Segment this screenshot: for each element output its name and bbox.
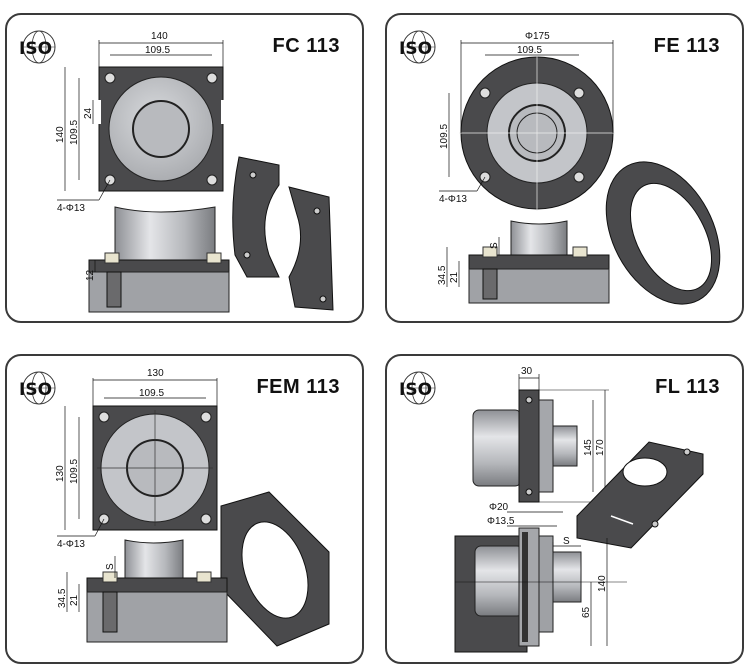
panel-title: FL 113 [655, 376, 720, 398]
panel-title: FEM 113 [256, 376, 340, 398]
dim-d13: Φ13.5 [487, 516, 515, 527]
dim-s: S [105, 563, 116, 570]
iso-logo-text: ISO [399, 39, 432, 59]
dim-thickness: 12 [85, 269, 96, 281]
iso-logo-text: ISO [19, 380, 52, 400]
fl-housing-top [472, 409, 522, 487]
dim-bolt-spacing: 109.5 [517, 45, 542, 56]
dim-height-total: 34.5 [57, 588, 68, 608]
fc-side-housing [114, 206, 216, 264]
dim-outer-height: 140 [55, 126, 66, 143]
fc-split-half-left [232, 156, 280, 278]
iso-logo: ISO [399, 30, 436, 64]
fem-side-housing [124, 539, 184, 579]
dim-bolt-spacing: 109.5 [145, 45, 170, 56]
dim-diameter: Φ175 [525, 31, 550, 42]
panel-fe-113: ISO Φ175 109.5 109.5 4-Φ13 S [385, 13, 744, 323]
dim-h170: 170 [595, 439, 606, 456]
iso-logo: ISO [399, 371, 436, 405]
dim-h140: 140 [597, 575, 608, 592]
iso-logo-text: ISO [19, 39, 52, 59]
dim-outer-height: 130 [55, 465, 66, 482]
dim-height-inner: 21 [69, 594, 80, 606]
dim-s: S [489, 242, 500, 249]
fl-plate-top [518, 389, 540, 503]
dim-bolt-spacing-v: 109.5 [439, 124, 450, 149]
fc-split-half-right [288, 186, 334, 311]
panel-fl-113: ISO 30 145 170 Φ20 Φ13.5 [385, 354, 744, 664]
fl-113-diagram: ISO 30 145 170 Φ20 Φ13.5 [399, 366, 704, 653]
dim-h145: 145 [583, 439, 594, 456]
dim-s: S [563, 536, 570, 547]
iso-logo: ISO [19, 30, 56, 64]
dim-outer-width: 130 [147, 368, 164, 379]
dim-h65: 65 [581, 606, 592, 618]
fl-split-ring [576, 441, 704, 549]
fl-housing-bottom [474, 545, 524, 617]
dim-holes: 4-Φ13 [439, 194, 467, 205]
fe-113-diagram: ISO Φ175 109.5 109.5 4-Φ13 S [399, 30, 721, 305]
fc-113-diagram: ISO 140 109.5 140 109.5 24 4-Φ13 [19, 30, 334, 313]
dim-d20: Φ20 [489, 502, 509, 513]
dim-holes: 4-Φ13 [57, 539, 85, 550]
dim-bolt-spacing-v: 109.5 [69, 120, 80, 145]
panel-title: FC 113 [272, 35, 340, 57]
panel-fem-113: ISO 130 109.5 130 109.5 4-Φ13 S [5, 354, 364, 664]
dim-holes: 4-Φ13 [57, 203, 85, 214]
dim-height-total: 34.5 [437, 265, 448, 285]
dim-thickness: 30 [521, 366, 533, 377]
panel-title: FE 113 [653, 35, 720, 57]
dim-outer-width: 140 [151, 31, 168, 42]
dim-bolt-spacing-v: 109.5 [69, 459, 80, 484]
panel-fc-113: ISO 140 109.5 140 109.5 24 4-Φ13 [5, 13, 364, 323]
fem-113-diagram: ISO 130 109.5 130 109.5 4-Φ13 S [19, 368, 330, 647]
fe-side-housing [510, 220, 568, 256]
dim-height-inner: 21 [449, 271, 460, 283]
iso-logo-text: ISO [399, 380, 432, 400]
dim-bolt-spacing: 109.5 [139, 388, 164, 399]
iso-logo: ISO [19, 371, 56, 405]
dim-gap: 24 [83, 107, 94, 119]
